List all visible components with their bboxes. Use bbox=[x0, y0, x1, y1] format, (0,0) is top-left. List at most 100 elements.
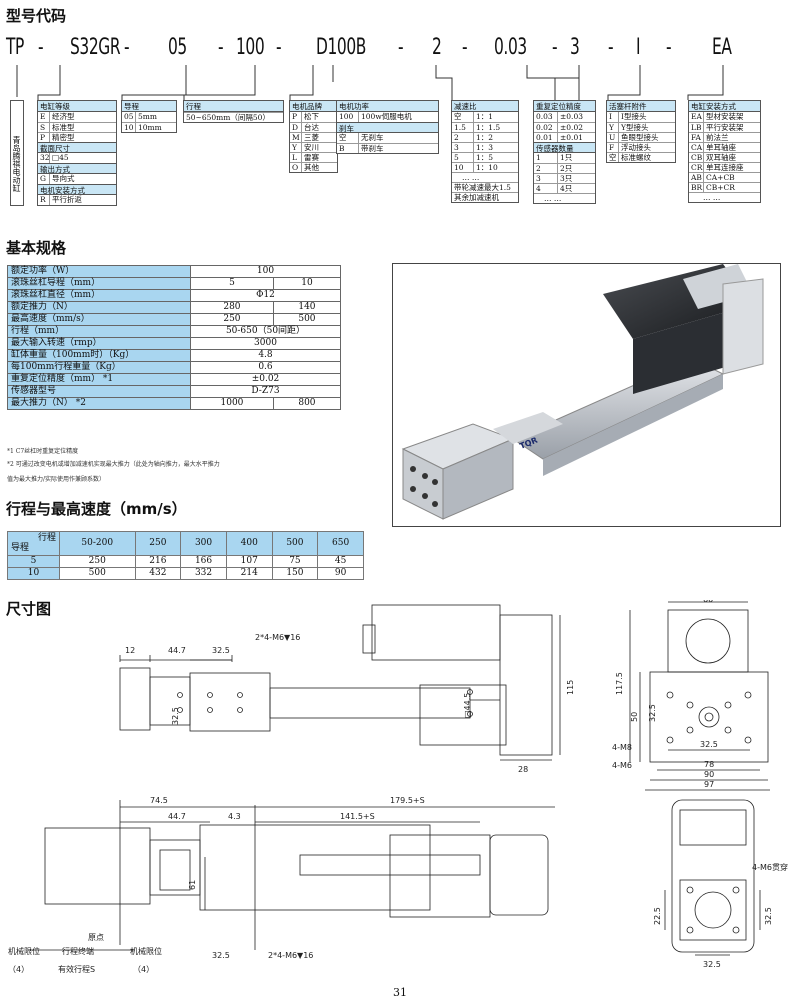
spec-row: 重复定位精度（mm） *1±0.02 bbox=[7, 373, 341, 386]
code-connector-lines bbox=[16, 65, 724, 100]
option-code: 0.02 bbox=[534, 123, 558, 132]
label-origin: 原点 bbox=[88, 933, 104, 942]
option-desc: □45 bbox=[52, 153, 69, 162]
speed-value: 90 bbox=[317, 567, 364, 580]
option-desc: ±0.01 bbox=[560, 133, 583, 142]
dim-m6-16: 2*4-M6▼16 bbox=[255, 633, 300, 642]
option-code: 10 bbox=[122, 123, 136, 132]
option-code: 3 bbox=[534, 174, 558, 183]
option-code: AB bbox=[689, 173, 704, 182]
dim-32-5: 32.5 bbox=[212, 646, 230, 655]
option-code: 100 bbox=[337, 112, 359, 122]
lead-cell: 5 bbox=[7, 555, 60, 568]
spec-row: 额定功率（W）100 bbox=[7, 265, 341, 278]
product-photo: TQR bbox=[392, 263, 781, 527]
dim-32-5-vert: 32.5 bbox=[171, 707, 180, 725]
option-row: 0.02±0.02 bbox=[534, 122, 595, 132]
option-row: 空无刹车 bbox=[337, 133, 438, 143]
option-row: 32□45 bbox=[38, 153, 116, 163]
spec-value: ±0.02 bbox=[190, 373, 341, 386]
option-code: B bbox=[337, 144, 359, 153]
spec-value: 250 bbox=[190, 313, 274, 326]
option-desc: 型材安装架 bbox=[706, 112, 744, 121]
box-reduction-more: … … bbox=[462, 173, 480, 182]
option-code: R bbox=[38, 195, 50, 205]
code-separator: - bbox=[276, 35, 282, 60]
option-desc: 5mm bbox=[138, 112, 157, 121]
option-code: F bbox=[607, 143, 619, 152]
label-stroke-end: 行程终端 bbox=[62, 946, 94, 956]
dim-44-7: 44.7 bbox=[168, 646, 186, 655]
spec-row: 每100mm行程重量（Kg）0.6 bbox=[7, 361, 341, 374]
spec-value: 1000 bbox=[190, 397, 274, 410]
spec-label: 最大输入转速（rmp） bbox=[7, 337, 191, 350]
lead-cell: 10 bbox=[7, 567, 60, 580]
dim-12: 12 bbox=[125, 646, 135, 655]
spec-label: 缸体重量（100mm时）（Kg） bbox=[7, 349, 191, 362]
spec-value: 140 bbox=[272, 301, 342, 314]
option-code: 32 bbox=[40, 153, 50, 163]
option-desc: 经济型 bbox=[52, 112, 75, 121]
dim-32-5-c: 32.5 bbox=[764, 907, 773, 925]
section-title-basic-spec: 基本规格 bbox=[6, 239, 67, 257]
dim-sq44-5: □44.5 bbox=[463, 693, 472, 718]
box-accuracy-title: 重复定位精度 bbox=[534, 101, 595, 112]
option-code: CA bbox=[691, 143, 704, 152]
corner-stroke-label: 行程 bbox=[37, 533, 56, 543]
option-code: CR bbox=[691, 163, 704, 172]
dim-74-5: 74.5 bbox=[150, 796, 168, 805]
option-code: S bbox=[38, 123, 50, 132]
stroke-header: 650 bbox=[317, 531, 364, 556]
spec-row: 缸体重量（100mm时）（Kg）4.8 bbox=[7, 349, 341, 362]
code-separator: - bbox=[552, 35, 558, 60]
option-code: O bbox=[290, 163, 302, 172]
side-vertical-label: 青岛腾祺电动缸 bbox=[10, 100, 24, 206]
option-code: 3 bbox=[452, 143, 474, 152]
corner-lead-label: 导程 bbox=[11, 543, 30, 553]
option-code: FA bbox=[689, 133, 704, 142]
code-part: D100B bbox=[316, 35, 366, 60]
dim-61: 61 bbox=[188, 880, 197, 890]
speed-value: 332 bbox=[180, 567, 227, 580]
option-desc: 雷赛 bbox=[304, 153, 319, 162]
option-code: L bbox=[290, 153, 302, 162]
option-code: 空 bbox=[337, 133, 359, 143]
option-code: 5 bbox=[452, 153, 474, 162]
spec-value: D-Z73 bbox=[190, 385, 341, 398]
spec-value: 100 bbox=[190, 265, 341, 278]
option-desc: 其他 bbox=[304, 163, 319, 172]
speed-value: 216 bbox=[134, 555, 182, 568]
section-title-model-code: 型号代码 bbox=[6, 7, 67, 25]
option-desc: 安川 bbox=[304, 143, 319, 152]
spec-label: 最高速度（mm/s） bbox=[7, 313, 191, 326]
option-desc: Y型接头 bbox=[621, 123, 649, 132]
option-desc: 单耳轴座 bbox=[706, 143, 736, 152]
option-desc: 1：5 bbox=[476, 153, 494, 162]
option-desc: 松下 bbox=[304, 112, 319, 121]
speed-value: 250 bbox=[59, 555, 136, 568]
